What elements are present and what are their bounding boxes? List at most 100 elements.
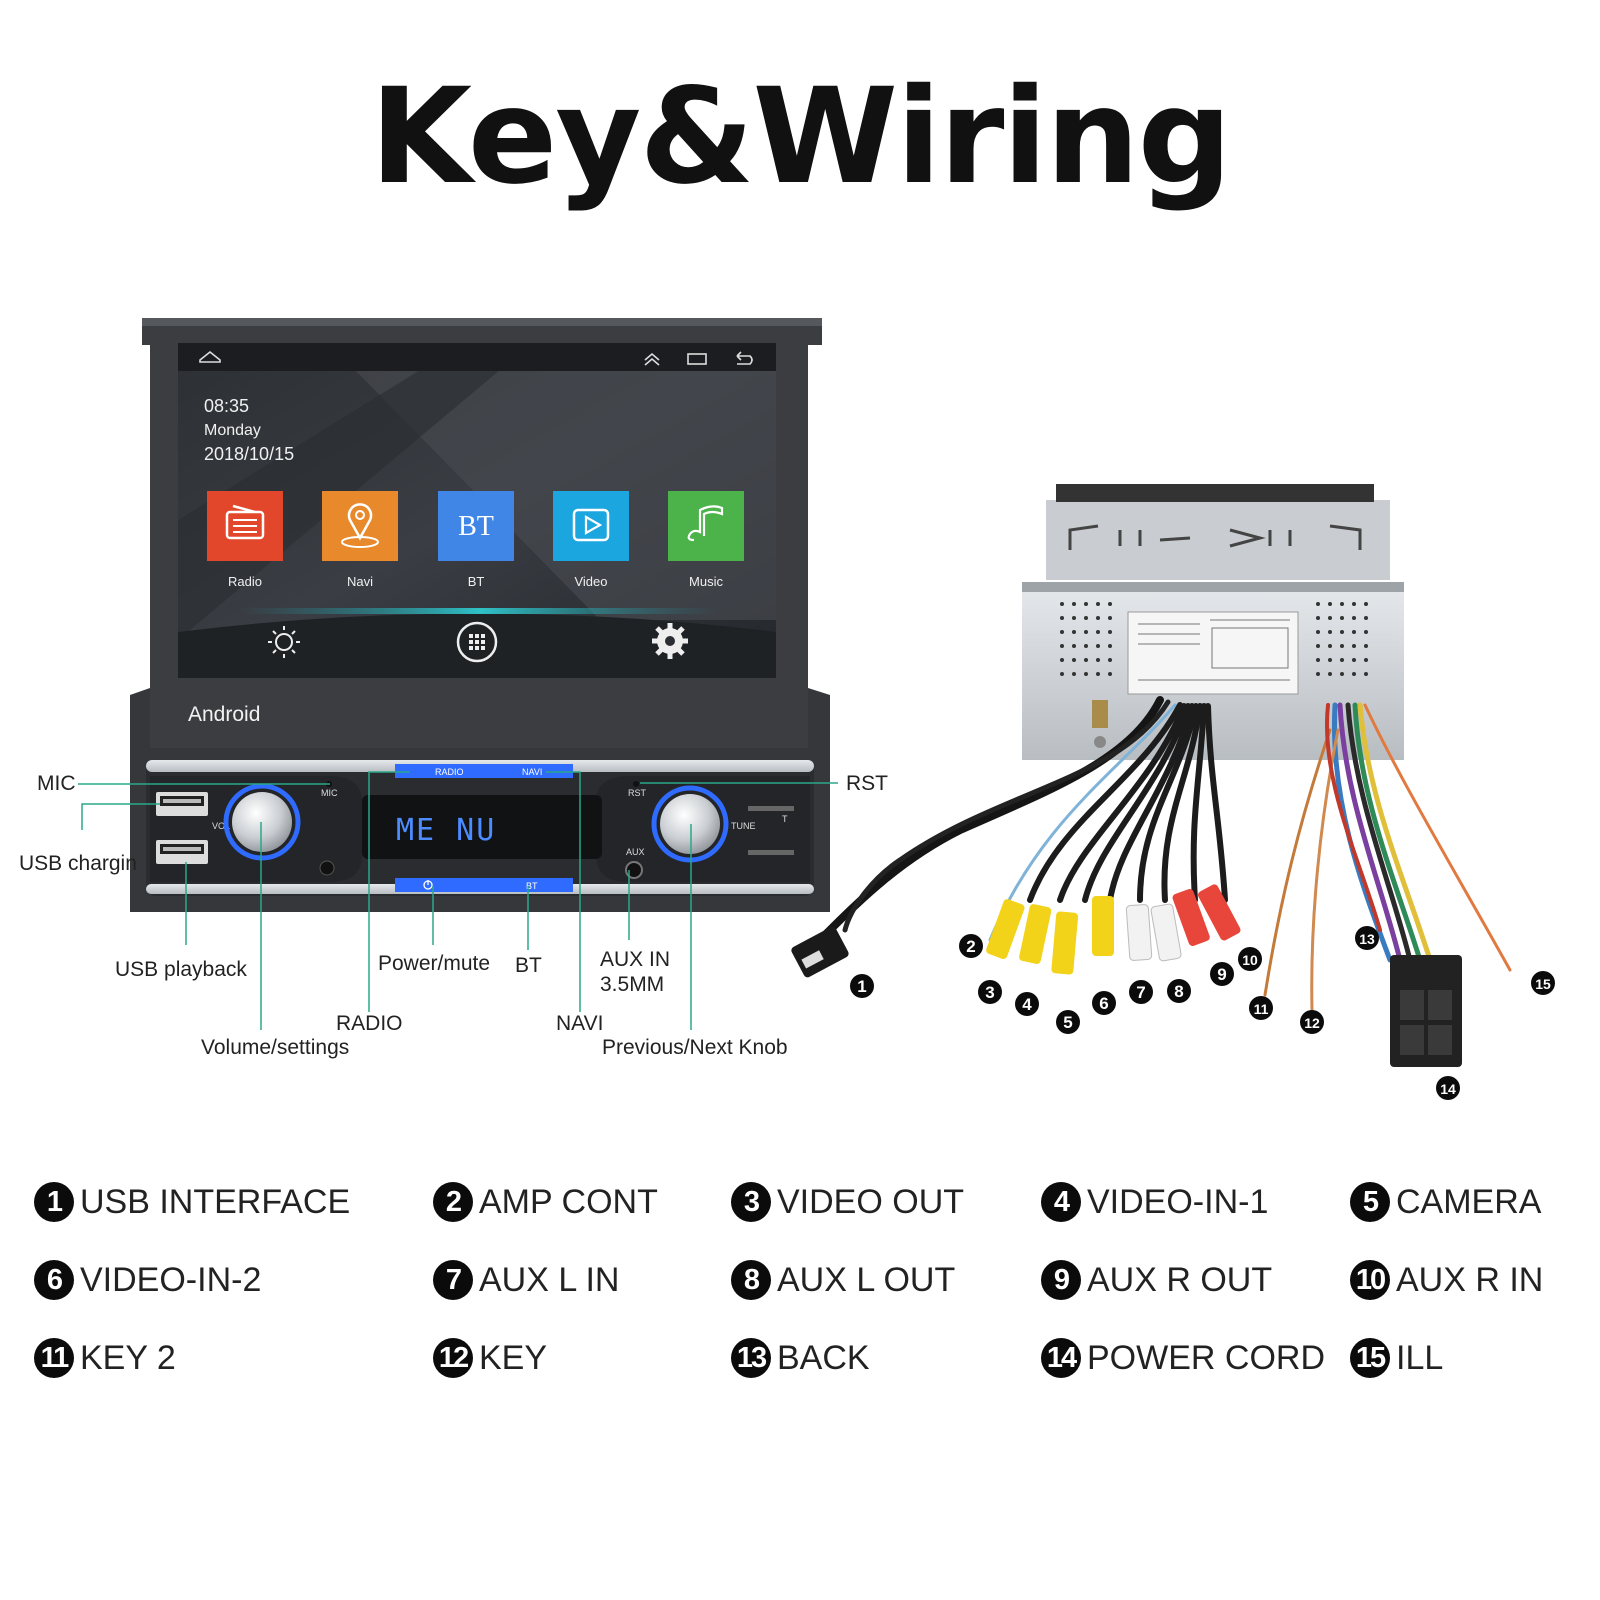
chevron-up-icon[interactable] xyxy=(644,352,660,366)
legend-label: VIDEO OUT xyxy=(777,1182,965,1221)
svg-text:4: 4 xyxy=(1022,995,1032,1014)
legend-badge: 2 xyxy=(433,1182,473,1222)
app-grid-icon[interactable] xyxy=(456,621,498,663)
svg-text:12: 12 xyxy=(1304,1015,1320,1031)
app-label-music: Music xyxy=(689,574,723,589)
callout-aux-line2: 3.5MM xyxy=(600,973,665,996)
legend-badge: 6 xyxy=(34,1260,74,1300)
app-tile-navi[interactable]: Navi xyxy=(322,491,398,589)
svg-text:8: 8 xyxy=(1174,982,1183,1001)
wire-badge-4: 4 xyxy=(1015,992,1039,1016)
callout-lines xyxy=(78,771,838,1030)
device-diagram: 08:35 Monday 2018/10/15 Radio xyxy=(78,318,1555,1100)
app-label-radio: Radio xyxy=(228,574,262,589)
wire-badge-15: 15 xyxy=(1531,971,1555,995)
legend-label: POWER CORD xyxy=(1087,1338,1325,1377)
bt-text-icon: BT xyxy=(458,511,494,542)
radio-button-label[interactable]: RADIO xyxy=(435,767,464,777)
t-label: T xyxy=(782,814,788,824)
brightness-icon[interactable] xyxy=(268,626,300,658)
svg-text:10: 10 xyxy=(1242,952,1258,968)
map-pin-icon xyxy=(341,503,379,548)
tune-knob[interactable] xyxy=(651,785,729,863)
callout-usb-playback: USB playback xyxy=(115,958,247,981)
legend-badge: 10 xyxy=(1350,1260,1390,1300)
navi-button-label[interactable]: NAVI xyxy=(522,767,542,777)
play-icon xyxy=(572,508,610,542)
usb-interface-connector xyxy=(791,926,849,978)
wire-badge-13: 13 xyxy=(1355,926,1379,950)
usb-playback-port[interactable] xyxy=(156,840,208,864)
callout-power: Power/mute xyxy=(378,952,491,975)
page-title: Key&Wiring xyxy=(369,60,1232,214)
app-tile-music[interactable]: Music xyxy=(668,491,744,589)
legend-label: KEY xyxy=(479,1338,548,1377)
touch-screen[interactable]: 08:35 Monday 2018/10/15 Radio xyxy=(178,343,776,678)
callout-usb-charging: USB chargin xyxy=(19,852,137,875)
rst-hole[interactable] xyxy=(633,781,639,787)
av-cable-bundle xyxy=(816,696,1228,944)
app-label-navi: Navi xyxy=(347,574,373,589)
app-label-video: Video xyxy=(574,574,607,589)
legend-label: CAMERA xyxy=(1396,1182,1542,1221)
legend-badge: 4 xyxy=(1041,1182,1081,1222)
legend-badge: 5 xyxy=(1350,1182,1390,1222)
back-arrow-icon[interactable] xyxy=(736,351,753,365)
callout-rst: RST xyxy=(846,772,888,795)
svg-text:9: 9 xyxy=(1217,965,1226,984)
volume-knob[interactable] xyxy=(223,783,301,861)
legend-badge: 7 xyxy=(433,1260,473,1300)
aux-jack[interactable] xyxy=(625,861,643,879)
bt-button-label[interactable]: BT xyxy=(526,881,538,891)
legend-badge: 13 xyxy=(731,1338,771,1378)
settings-gear-icon[interactable] xyxy=(652,623,688,659)
music-note-icon xyxy=(687,505,724,542)
svg-text:7: 7 xyxy=(1136,983,1145,1002)
app-tile-radio[interactable]: Radio xyxy=(207,491,283,589)
legend-badge: 15 xyxy=(1350,1338,1390,1378)
app-tile-video[interactable]: Video xyxy=(553,491,629,589)
faceplate: RADIO NAVI BT ME NU VOL MIC xyxy=(146,760,814,896)
legend-badge: 8 xyxy=(731,1260,771,1300)
power-mute-icon[interactable] xyxy=(423,880,433,890)
head-unit: 08:35 Monday 2018/10/15 Radio xyxy=(130,318,830,912)
wire-badge-14: 14 xyxy=(1436,1076,1460,1100)
svg-text:1: 1 xyxy=(857,977,866,996)
wire-badge-11: 11 xyxy=(1249,996,1273,1020)
aux-label: AUX xyxy=(626,847,645,857)
wire-badge-8: 8 xyxy=(1167,979,1191,1003)
wire-badge-3: 3 xyxy=(978,980,1002,1004)
callout-line-usb-charging xyxy=(81,803,160,830)
home-icon[interactable] xyxy=(199,350,221,363)
screen-time: 08:35 xyxy=(204,396,249,416)
recent-apps-icon[interactable] xyxy=(687,353,707,365)
legend-label: VIDEO-IN-1 xyxy=(1087,1182,1269,1221)
svg-text:13: 13 xyxy=(1359,931,1375,947)
legend-badge: 3 xyxy=(731,1182,771,1222)
legend-badge: 9 xyxy=(1041,1260,1081,1300)
power-harness xyxy=(1263,702,1512,1012)
usb-charging-port[interactable] xyxy=(156,792,208,816)
legend-label: AMP CONT xyxy=(479,1182,658,1221)
legend-label: VIDEO-IN-2 xyxy=(80,1260,262,1299)
legend-badge: 14 xyxy=(1041,1338,1081,1378)
callout-radio: RADIO xyxy=(336,1012,403,1035)
legend-label: AUX R IN xyxy=(1396,1260,1544,1299)
legend-label: USB INTERFACE xyxy=(80,1182,351,1221)
wire-badge-5: 5 xyxy=(1056,1010,1080,1034)
vol-label: VOL xyxy=(212,821,230,831)
wire-badge-12: 12 xyxy=(1300,1010,1324,1034)
wire-badge-2: 2 xyxy=(959,934,983,958)
callout-line-radio xyxy=(368,771,410,1012)
screen-day: Monday xyxy=(204,422,261,439)
app-tile-bt[interactable]: BT BT xyxy=(438,491,514,589)
